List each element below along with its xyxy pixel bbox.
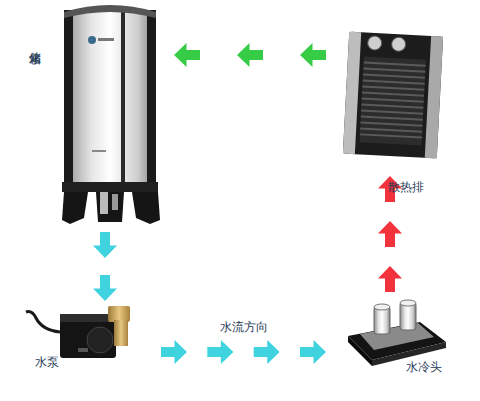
- block-side: [348, 336, 372, 366]
- radiator-side: [425, 36, 443, 158]
- flow-arrow: [300, 340, 326, 364]
- pump-cable: [26, 312, 60, 332]
- tank-foot: [96, 192, 124, 222]
- waterblock-node: 水冷头: [342, 300, 448, 362]
- radiator-port: [391, 37, 406, 52]
- tank-stripe: [64, 10, 73, 186]
- block-fitting: [374, 304, 390, 310]
- edge-label: 水流方向: [220, 320, 268, 334]
- tank-cap: [64, 5, 156, 18]
- waterblock-illustration: [348, 300, 446, 366]
- tank-body: [64, 10, 156, 186]
- flow-arrow: [378, 266, 402, 292]
- tank-stripe: [147, 10, 156, 186]
- tank-foot: [132, 192, 160, 224]
- radiator-core: [359, 56, 425, 145]
- flow-arrow: [254, 340, 280, 364]
- pump-top: [60, 314, 116, 322]
- flow-arrow: [93, 275, 117, 301]
- block-fitting: [400, 300, 416, 306]
- flow-connector: [174, 43, 326, 67]
- flow-arrow: [93, 232, 117, 258]
- tank-fitting: [100, 192, 108, 214]
- component-label: 储水箱: [28, 42, 42, 45]
- pump-fitting: [114, 320, 128, 346]
- radiator-side: [343, 32, 361, 154]
- flow-connector: [161, 340, 326, 364]
- tank-fitting: [112, 194, 118, 210]
- tank-logo: [98, 38, 114, 41]
- reservoir-illustration: [62, 5, 160, 224]
- flow-connector: [93, 232, 117, 301]
- radiator-frame: [343, 32, 443, 159]
- reservoir-node: 储水箱: [60, 0, 160, 228]
- component-label: 散热排: [388, 180, 424, 194]
- tank-logo: [88, 36, 96, 44]
- block-top: [360, 323, 434, 350]
- flow-arrow: [237, 43, 263, 67]
- tank-foot: [62, 192, 88, 224]
- component-label: 水泵: [35, 355, 59, 369]
- tank-marking: [92, 150, 106, 152]
- flow-arrow: [207, 340, 233, 364]
- flow-arrow: [300, 43, 326, 67]
- tank-base: [62, 182, 158, 192]
- pump-node: 水泵: [55, 305, 145, 363]
- tank-stripe: [121, 10, 125, 186]
- pump-illustration: [26, 306, 130, 358]
- radiator-port: [367, 36, 382, 51]
- pump-inlet: [87, 327, 113, 353]
- flow-arrow: [161, 340, 187, 364]
- pump-fitting: [108, 306, 130, 322]
- radiator-node: 散热排: [340, 28, 445, 168]
- flow-arrow: [174, 43, 200, 67]
- component-label: 水冷头: [406, 360, 442, 374]
- pump-marking: [78, 348, 88, 352]
- flow-arrow: [378, 221, 402, 247]
- radiator-fins: [360, 62, 426, 137]
- pump-body: [60, 314, 116, 358]
- radiator-illustration: [343, 32, 443, 159]
